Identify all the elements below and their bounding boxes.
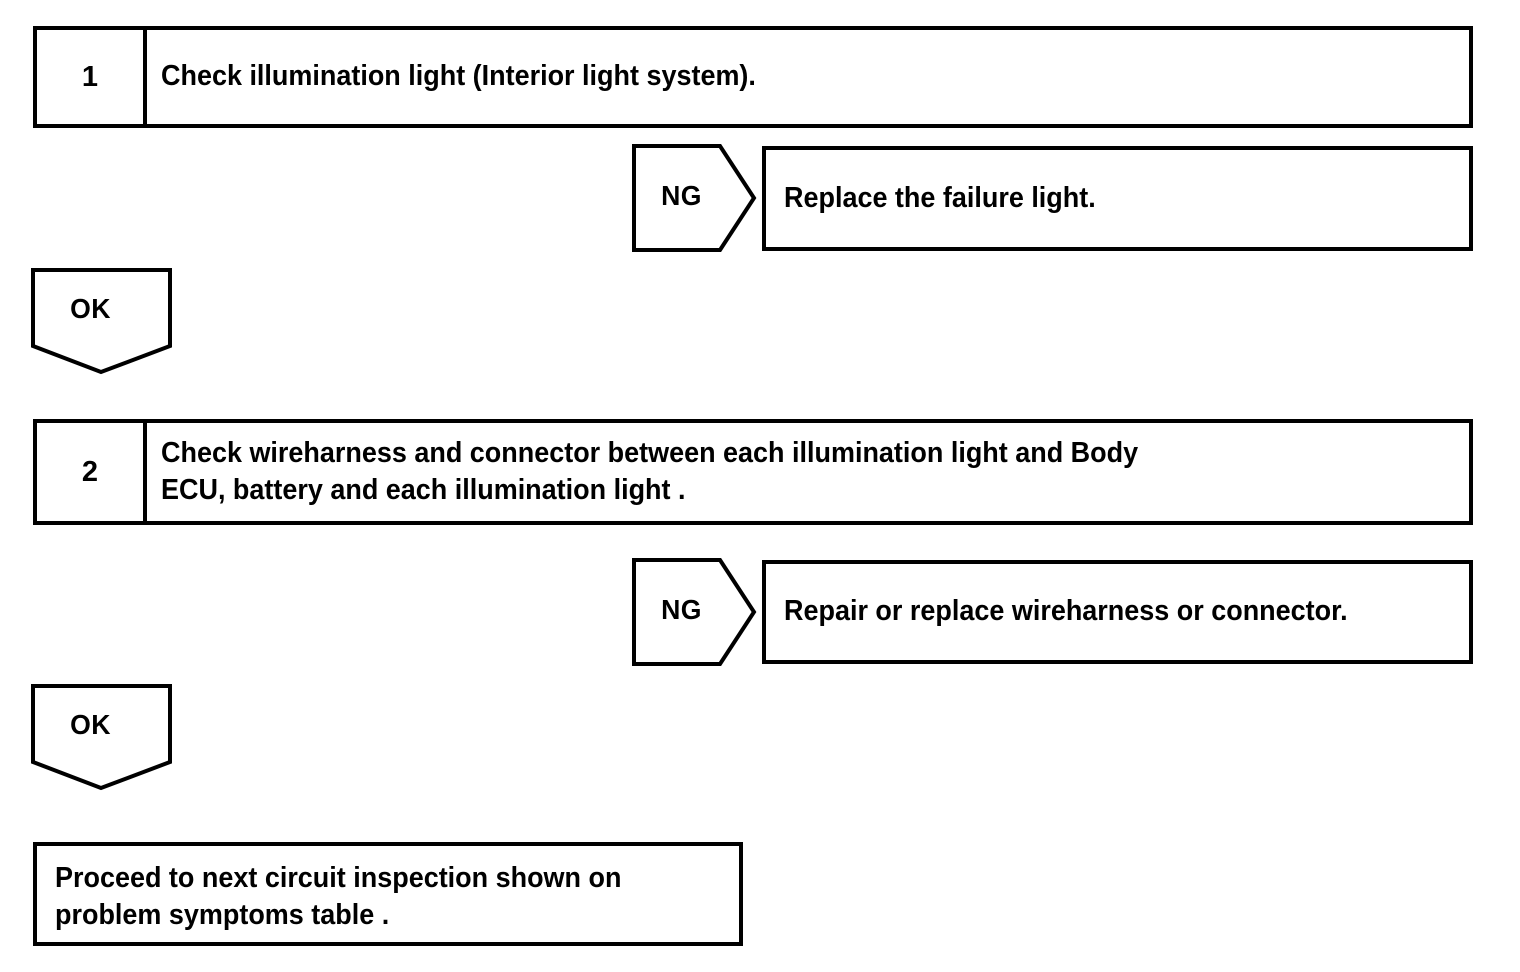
step-1-text: Check illumination light (Interior light… bbox=[161, 60, 756, 93]
final-action-text: Proceed to next circuit inspection shown… bbox=[55, 862, 622, 932]
branch-2-ng-label: NG bbox=[661, 594, 702, 625]
continue-1-ok-tag: OK bbox=[31, 268, 172, 375]
branch-1-ng-label: NG bbox=[661, 180, 702, 211]
ok-pentagon-down-arrow-icon bbox=[31, 684, 172, 791]
ng-pentagon-arrow-icon bbox=[632, 144, 757, 252]
branch-1-ng-tag: NG bbox=[632, 144, 757, 252]
step-1-text-cell: Check illumination light (Interior light… bbox=[147, 30, 1469, 124]
continue-1-ok-label: OK bbox=[70, 293, 111, 324]
ng-pentagon-arrow-icon bbox=[632, 558, 757, 666]
branch-2-ng-tag: NG bbox=[632, 558, 757, 666]
step-2-box[interactable]: 2 Check wireharness and connector betwee… bbox=[33, 419, 1473, 525]
step-1-box[interactable]: 1 Check illumination light (Interior lig… bbox=[33, 26, 1473, 128]
branch-2-action-text: Repair or replace wireharness or connect… bbox=[784, 595, 1348, 628]
continue-2-ok-label: OK bbox=[70, 709, 111, 740]
branch-1-action-text: Replace the failure light. bbox=[784, 181, 1096, 214]
step-2-text: Check wireharness and connector between … bbox=[161, 436, 1139, 506]
step-1-number: 1 bbox=[37, 30, 147, 124]
step-2-text-cell: Check wireharness and connector between … bbox=[147, 423, 1469, 521]
final-action-box[interactable]: Proceed to next circuit inspection shown… bbox=[33, 842, 743, 946]
step-2-number: 2 bbox=[37, 423, 147, 521]
ok-pentagon-down-arrow-icon bbox=[31, 268, 172, 375]
branch-1-action-box[interactable]: Replace the failure light. bbox=[762, 146, 1473, 251]
branch-2-action-box[interactable]: Repair or replace wireharness or connect… bbox=[762, 560, 1473, 664]
continue-2-ok-tag: OK bbox=[31, 684, 172, 791]
